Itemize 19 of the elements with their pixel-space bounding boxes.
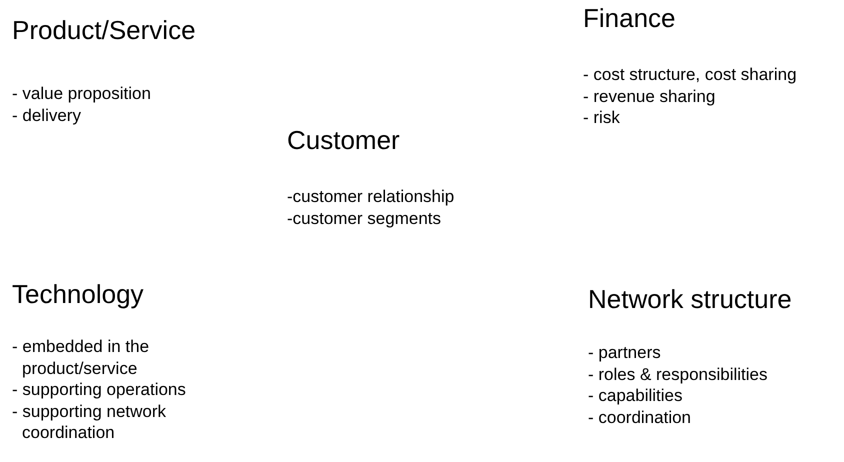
section-heading: Network structure: [588, 283, 792, 315]
bullet-item: - risk: [583, 107, 620, 128]
bullet-item: - cost structure, cost sharing: [583, 64, 797, 86]
bullet-item: -customer segments: [287, 208, 441, 229]
bullet-item: -customer relationship: [287, 186, 454, 208]
section-heading: Technology: [12, 278, 144, 310]
bullet-item: - value proposition: [12, 83, 151, 104]
bullet-item: - embedded in the product/service: [12, 336, 150, 379]
bullet-item: - partners: [588, 342, 661, 364]
bullet-item: - capabilities: [588, 385, 682, 406]
bullet-item: - revenue sharing: [583, 86, 716, 107]
bullet-item: - roles & responsibilities: [588, 364, 768, 385]
bullet-item: - delivery: [12, 104, 81, 126]
section-heading: Product/Service: [12, 14, 196, 46]
section-heading: Finance: [583, 2, 676, 34]
bullet-item: - coordination: [588, 406, 692, 428]
section-heading: Customer: [287, 124, 400, 156]
bullet-item: - supporting operations: [12, 379, 186, 400]
bullet-item: - supporting network coordination: [12, 400, 168, 444]
